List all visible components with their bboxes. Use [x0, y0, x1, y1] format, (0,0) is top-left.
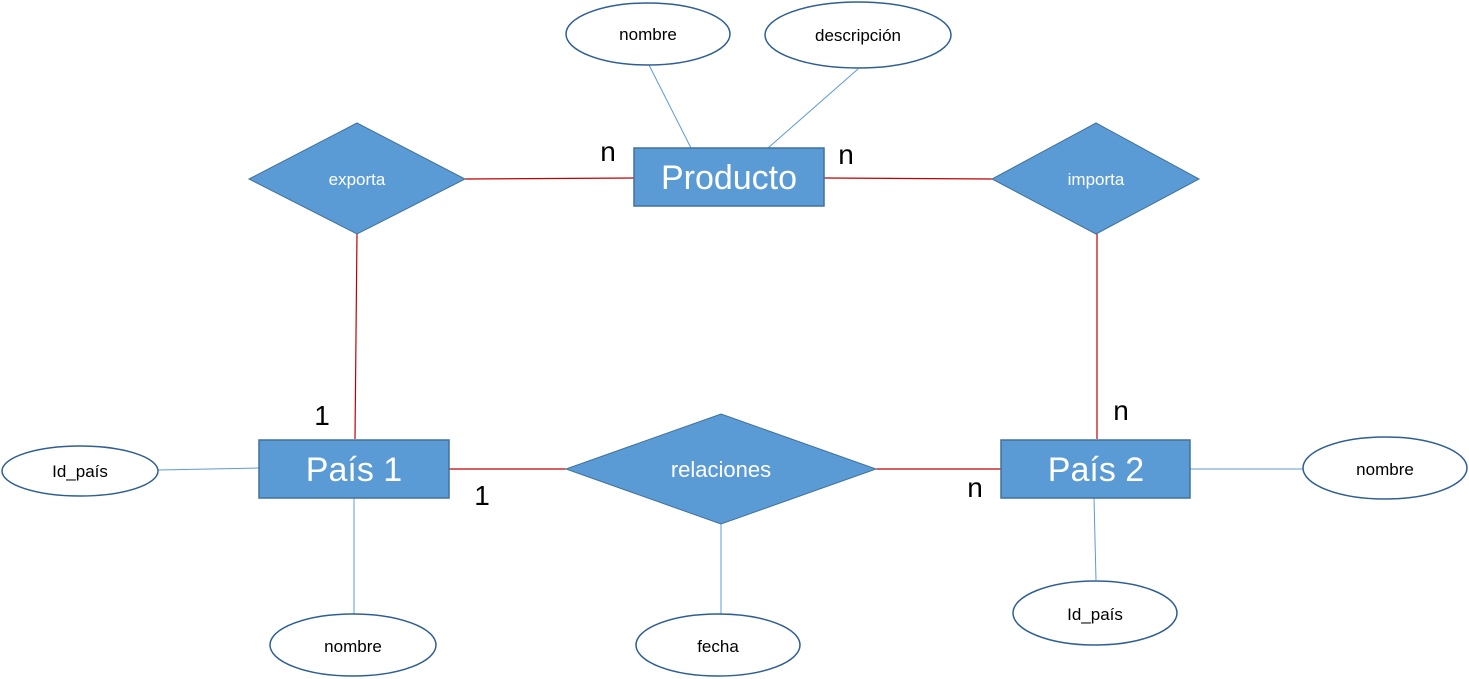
line-producto-nombre — [648, 64, 692, 149]
attribute-ellipse — [1302, 436, 1468, 500]
relationship-importa[interactable]: importa — [990, 122, 1201, 235]
line-pais2-id — [1093, 497, 1097, 581]
cardinality-producto-importa: n — [838, 139, 854, 170]
cardinality-pais2-importa: n — [1113, 395, 1129, 426]
attribute-ellipse — [565, 2, 731, 66]
attribute-producto-descripcion[interactable]: descripción — [764, 1, 952, 69]
attribute-lines — [157, 64, 1303, 614]
entity-label: País 2 — [1048, 451, 1144, 489]
line-exporta-producto — [464, 177, 635, 180]
entity-box — [1000, 439, 1191, 499]
attribute-pais1-nombre[interactable]: nombre — [269, 613, 437, 677]
entity-pais2[interactable]: País 2 — [1000, 439, 1191, 499]
attribute-ellipse — [635, 613, 801, 677]
attribute-relaciones-fecha[interactable]: fecha — [635, 613, 801, 677]
relationship-label: importa — [1068, 170, 1125, 189]
attribute-label: fecha — [697, 637, 739, 656]
diamond-shape — [564, 413, 878, 525]
relationship-label: relaciones — [671, 457, 771, 482]
attribute-label: Id_país — [52, 462, 108, 481]
attribute-producto-nombre[interactable]: nombre — [565, 2, 731, 66]
line-producto-importa — [823, 177, 993, 180]
attribute-ellipse — [269, 613, 437, 677]
attribute-label: Id_país — [1067, 605, 1123, 624]
line-exporta-pais1 — [354, 231, 358, 440]
entity-label: Producto — [661, 159, 797, 197]
entity-producto[interactable]: Producto — [633, 147, 825, 207]
entity-box — [633, 147, 825, 207]
attribute-label: descripción — [815, 26, 901, 45]
attribute-ellipse — [1012, 580, 1178, 646]
line-pais1-id — [157, 467, 260, 471]
relationship-relaciones[interactable]: relaciones — [564, 413, 878, 525]
entity-box — [258, 439, 450, 499]
cardinality-pais2-relaciones: n — [967, 472, 983, 503]
line-producto-descripcion — [767, 68, 859, 149]
cardinality-pais1-exporta: 1 — [314, 400, 330, 431]
attribute-label: nombre — [324, 637, 382, 656]
diamond-shape — [990, 122, 1201, 235]
attribute-label: nombre — [1356, 460, 1414, 479]
attribute-pais2-nombre[interactable]: nombre — [1302, 436, 1468, 500]
attribute-ellipse — [764, 1, 952, 69]
relationship-lines — [354, 177, 1098, 470]
relationship-label: exporta — [329, 170, 386, 189]
cardinality-producto-exporta: n — [600, 136, 616, 167]
cardinalities: n n 1 1 n n — [314, 136, 1129, 511]
diamond-shape — [247, 122, 467, 235]
attribute-pais2-id[interactable]: Id_país — [1012, 580, 1178, 646]
entity-pais1[interactable]: País 1 — [258, 439, 450, 499]
cardinality-pais1-relaciones: 1 — [474, 480, 490, 511]
entity-label: País 1 — [306, 451, 402, 489]
attribute-ellipse — [1, 445, 159, 497]
attribute-pais1-id[interactable]: Id_país — [1, 445, 159, 497]
relationship-exporta[interactable]: exporta — [247, 122, 467, 235]
attribute-label: nombre — [619, 25, 677, 44]
